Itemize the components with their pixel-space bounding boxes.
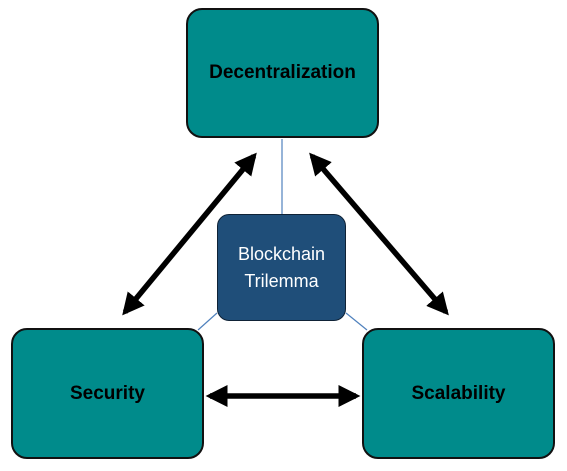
connector-line-left (197, 312, 218, 331)
arrow-security-decentralization (122, 152, 257, 316)
center-label-line1: Blockchain (237, 243, 326, 264)
blockchain-trilemma-node: Blockchain Trilemma (217, 214, 346, 321)
decentralization-label: Decentralization (209, 62, 356, 83)
security-node: Security (11, 328, 204, 459)
security-label: Security (70, 382, 145, 404)
scalability-node: Scalability (362, 328, 555, 459)
arrow-decentralization-scalability (309, 152, 449, 316)
scalability-label: Scalability (411, 382, 506, 404)
decentralization-node: Decentralization (186, 8, 379, 138)
center-label-line2: Trilemma (244, 270, 319, 291)
connector-line-right (345, 312, 368, 331)
